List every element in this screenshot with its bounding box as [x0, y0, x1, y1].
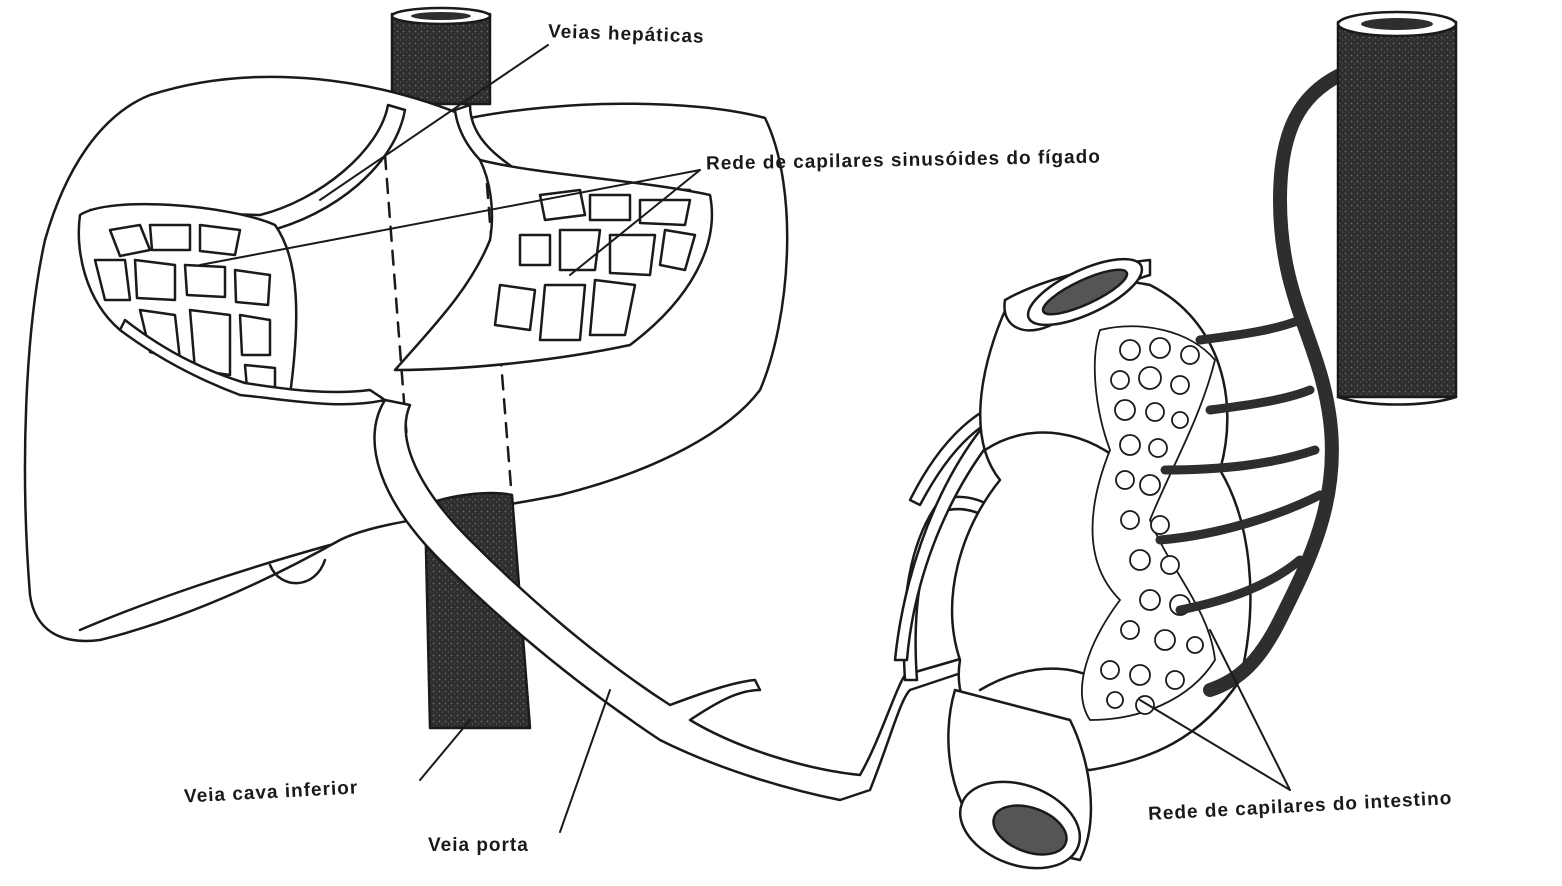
- right-large-vessel: [1338, 12, 1456, 405]
- vena-cava-upper: [392, 8, 490, 104]
- leader-portal-vein: [560, 690, 610, 832]
- label-portal-vein: Veia porta: [428, 835, 529, 857]
